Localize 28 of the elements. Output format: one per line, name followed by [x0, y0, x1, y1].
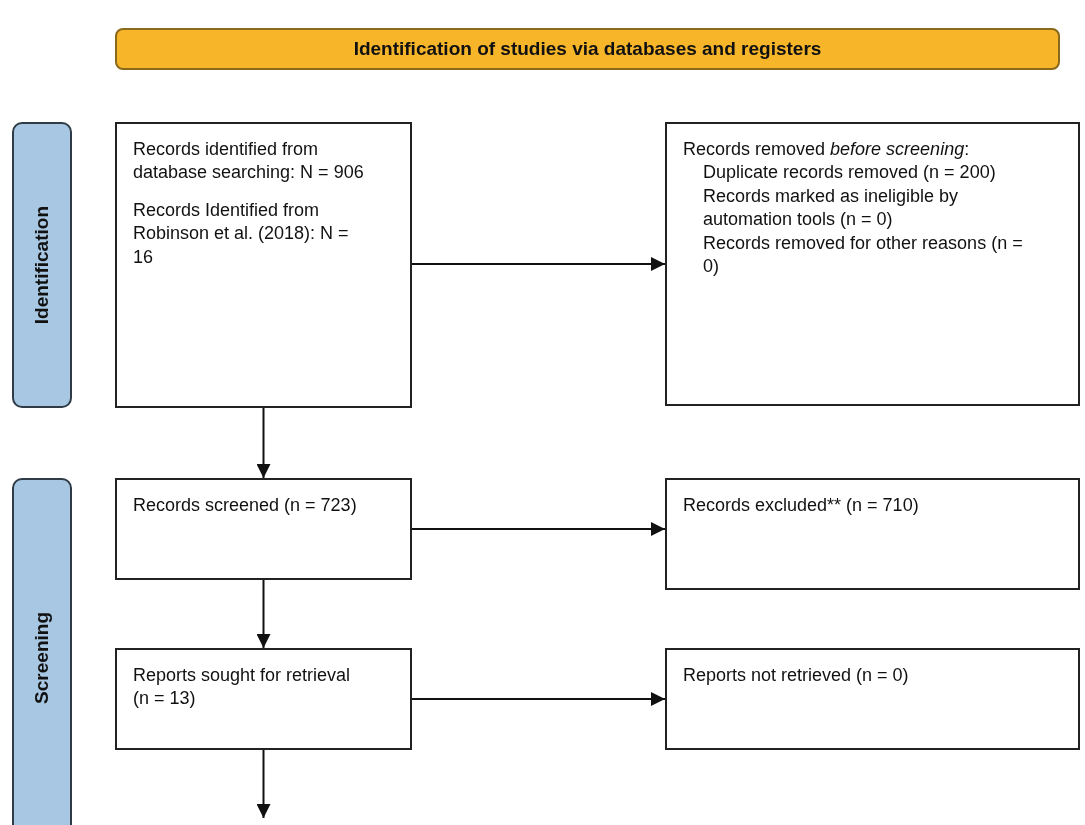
process-box [665, 648, 1080, 750]
process-box [665, 122, 1080, 406]
process-box [115, 122, 412, 408]
box-text: Records removed before screening: [683, 138, 971, 161]
box-text: Records screened (n = 723) [133, 494, 358, 517]
banner-title: Identification of studies via databases and registers [353, 38, 822, 60]
box-text: Records marked as ineligible by automation tools (n = 0) [702, 184, 960, 232]
arrow [411, 257, 666, 271]
stage-label: Identification [31, 205, 53, 325]
process-box [665, 478, 1080, 590]
stage-band [12, 122, 72, 408]
box-text: Records Identified from Robinson et al. (2018): N = 16 [133, 198, 350, 269]
arrow [411, 692, 666, 706]
box-text: Records removed for other reasons (n = 0) [702, 231, 1024, 278]
process-box [115, 648, 412, 750]
box-text: Duplicate records removed (n = 200) [702, 161, 997, 185]
stage-label: Screening [31, 612, 53, 704]
box-text: Reports sought for retrieval (n = 13) [133, 664, 352, 711]
arrow [256, 579, 271, 649]
process-box [115, 478, 412, 580]
arrow [256, 407, 271, 479]
arrow [256, 749, 271, 819]
box-text: Records excluded** (n = 710) [683, 494, 920, 517]
section-banner [115, 28, 1060, 70]
box-text: Reports not retrieved (n = 0) [683, 664, 910, 687]
box-text: Records identified from database searching: N = 906 [133, 138, 365, 185]
arrow [411, 522, 666, 536]
stage-band [12, 478, 72, 825]
